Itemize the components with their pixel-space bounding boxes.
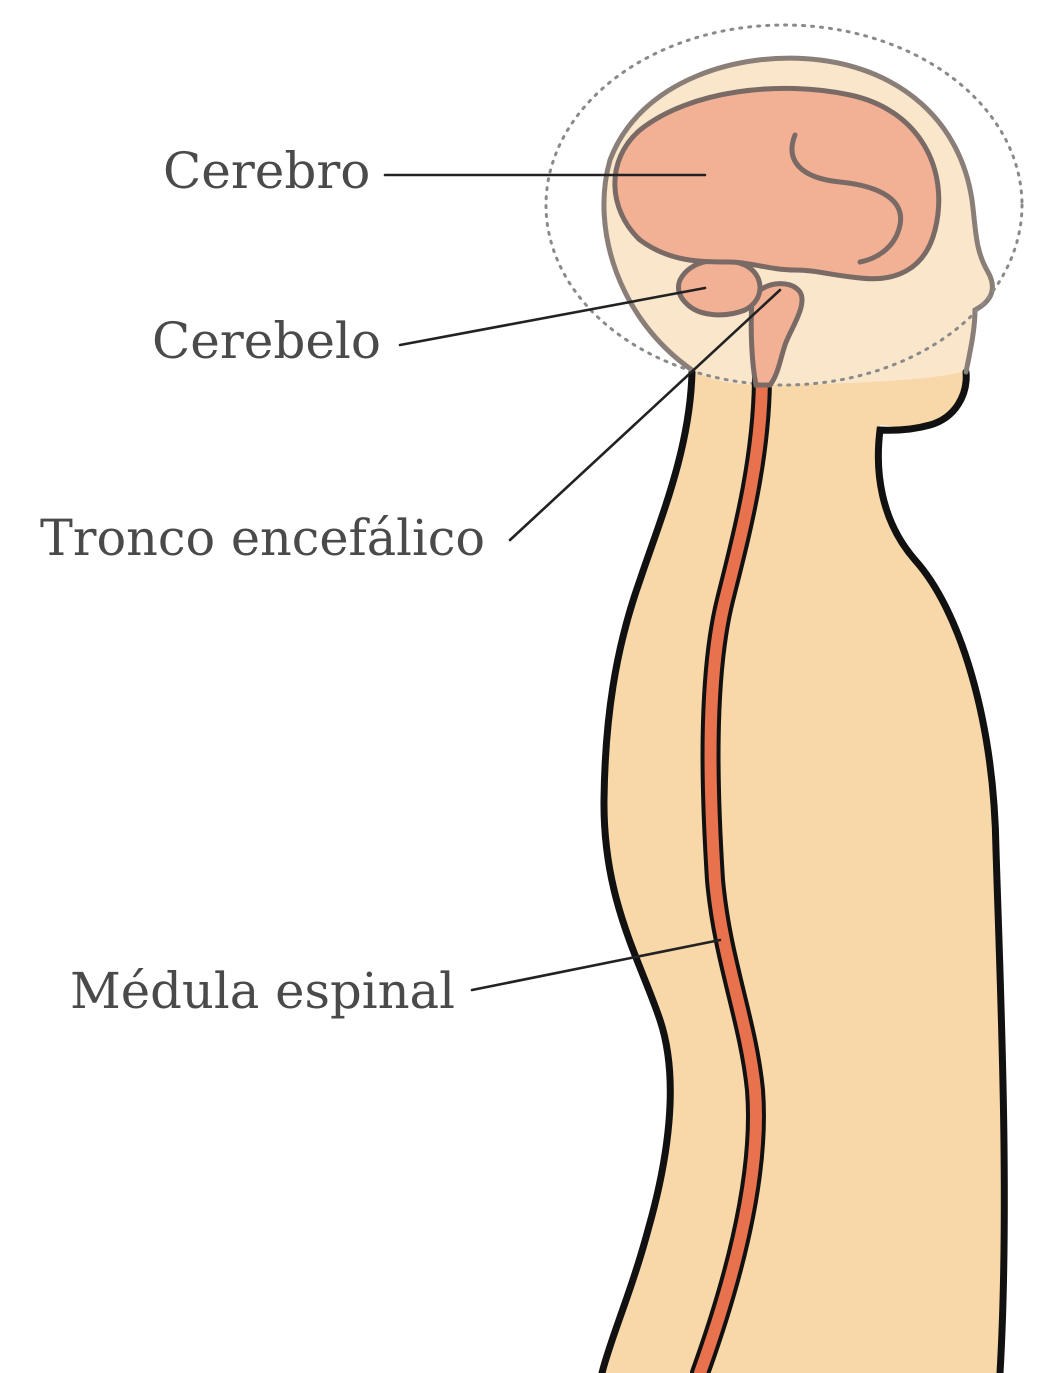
cerebrum-label: Cerebro: [163, 142, 370, 200]
brainstem-label: Tronco encefálico: [40, 509, 485, 567]
cerebellum: [678, 260, 760, 315]
cerebrum: [615, 88, 939, 278]
body-silhouette: [602, 345, 1004, 1373]
cerebellum-label: Cerebelo: [152, 312, 381, 370]
spinal-cord-label: Médula espinal: [70, 962, 455, 1020]
